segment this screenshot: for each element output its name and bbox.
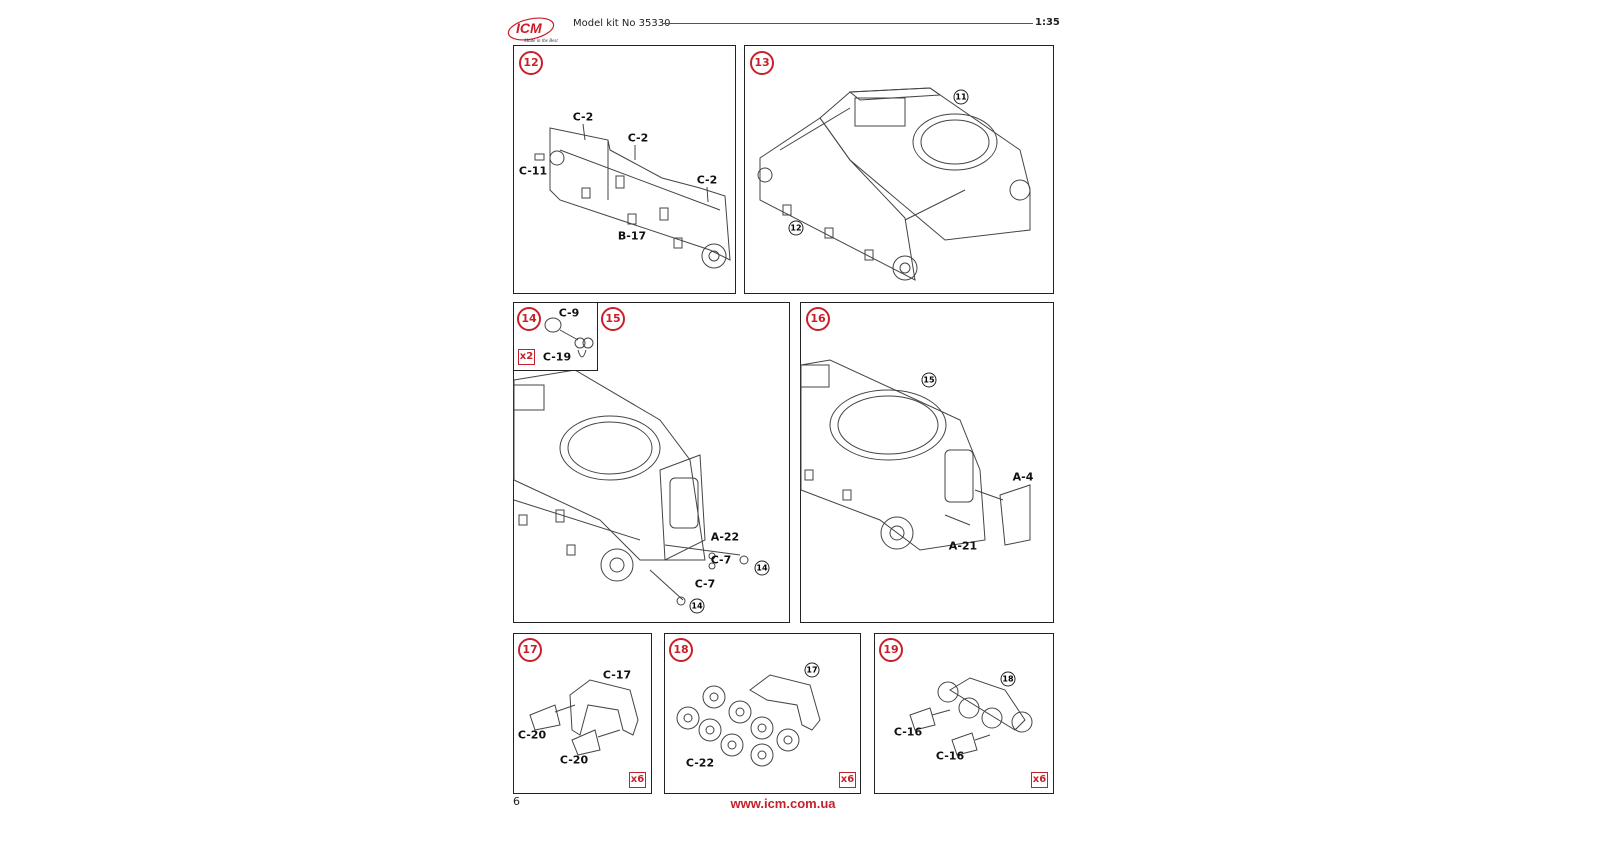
part-label-c7: C-7: [710, 553, 732, 567]
svg-text:ICM: ICM: [516, 20, 542, 36]
step-number-19: 19: [879, 638, 903, 662]
part-label-c2: C-2: [696, 173, 718, 187]
step-reference-12: 12: [788, 220, 804, 236]
icm-logo: ICM Made in the Best: [506, 14, 560, 44]
step-19-panel: [874, 633, 1054, 794]
part-label-c17: C-17: [602, 668, 632, 682]
part-label-a22: A-22: [710, 530, 740, 544]
part-label-c16: C-16: [893, 725, 923, 739]
step-reference-18: 18: [1000, 671, 1016, 687]
step-number-16: 16: [806, 307, 830, 331]
step-13-panel: [744, 45, 1054, 294]
step-number-15: 15: [601, 307, 625, 331]
step-number-18: 18: [669, 638, 693, 662]
part-label-c19: C-19: [542, 350, 572, 364]
part-label-a4: A-4: [1012, 470, 1034, 484]
scale-label: 1:35: [1035, 17, 1060, 28]
part-label-c20: C-20: [517, 728, 547, 742]
multiplier-badge: x2: [518, 349, 535, 365]
part-label-a21: A-21: [948, 539, 978, 553]
multiplier-badge: x6: [1031, 772, 1048, 788]
step-reference-14: 14: [689, 598, 705, 614]
part-label-c11: C-11: [518, 164, 548, 178]
part-label-c20: C-20: [559, 753, 589, 767]
part-label-c16: C-16: [935, 749, 965, 763]
part-label-c22: C-22: [685, 756, 715, 770]
multiplier-badge: x6: [629, 772, 646, 788]
website-link[interactable]: www.icm.com.ua: [730, 796, 836, 811]
step-number-12: 12: [519, 51, 543, 75]
step-reference-17: 17: [804, 662, 820, 678]
header-rule: [663, 23, 1033, 24]
step-number-14: 14: [517, 307, 541, 331]
step-reference-11: 11: [953, 89, 969, 105]
page-number: 6: [513, 795, 520, 808]
part-label-c9: C-9: [558, 306, 580, 320]
step-16-panel: [800, 302, 1054, 623]
step-number-13: 13: [750, 51, 774, 75]
multiplier-badge: x6: [839, 772, 856, 788]
kit-number: Model kit No 35330: [573, 18, 671, 29]
part-label-c2: C-2: [627, 131, 649, 145]
part-label-c2: C-2: [572, 110, 594, 124]
step-18-panel: [664, 633, 861, 794]
step-reference-15: 15: [921, 372, 937, 388]
part-label-c7: C-7: [694, 577, 716, 591]
part-label-b17: B-17: [617, 229, 647, 243]
step-number-17: 17: [518, 638, 542, 662]
step-reference-14: 14: [754, 560, 770, 576]
svg-text:Made in the Best: Made in the Best: [523, 39, 558, 44]
